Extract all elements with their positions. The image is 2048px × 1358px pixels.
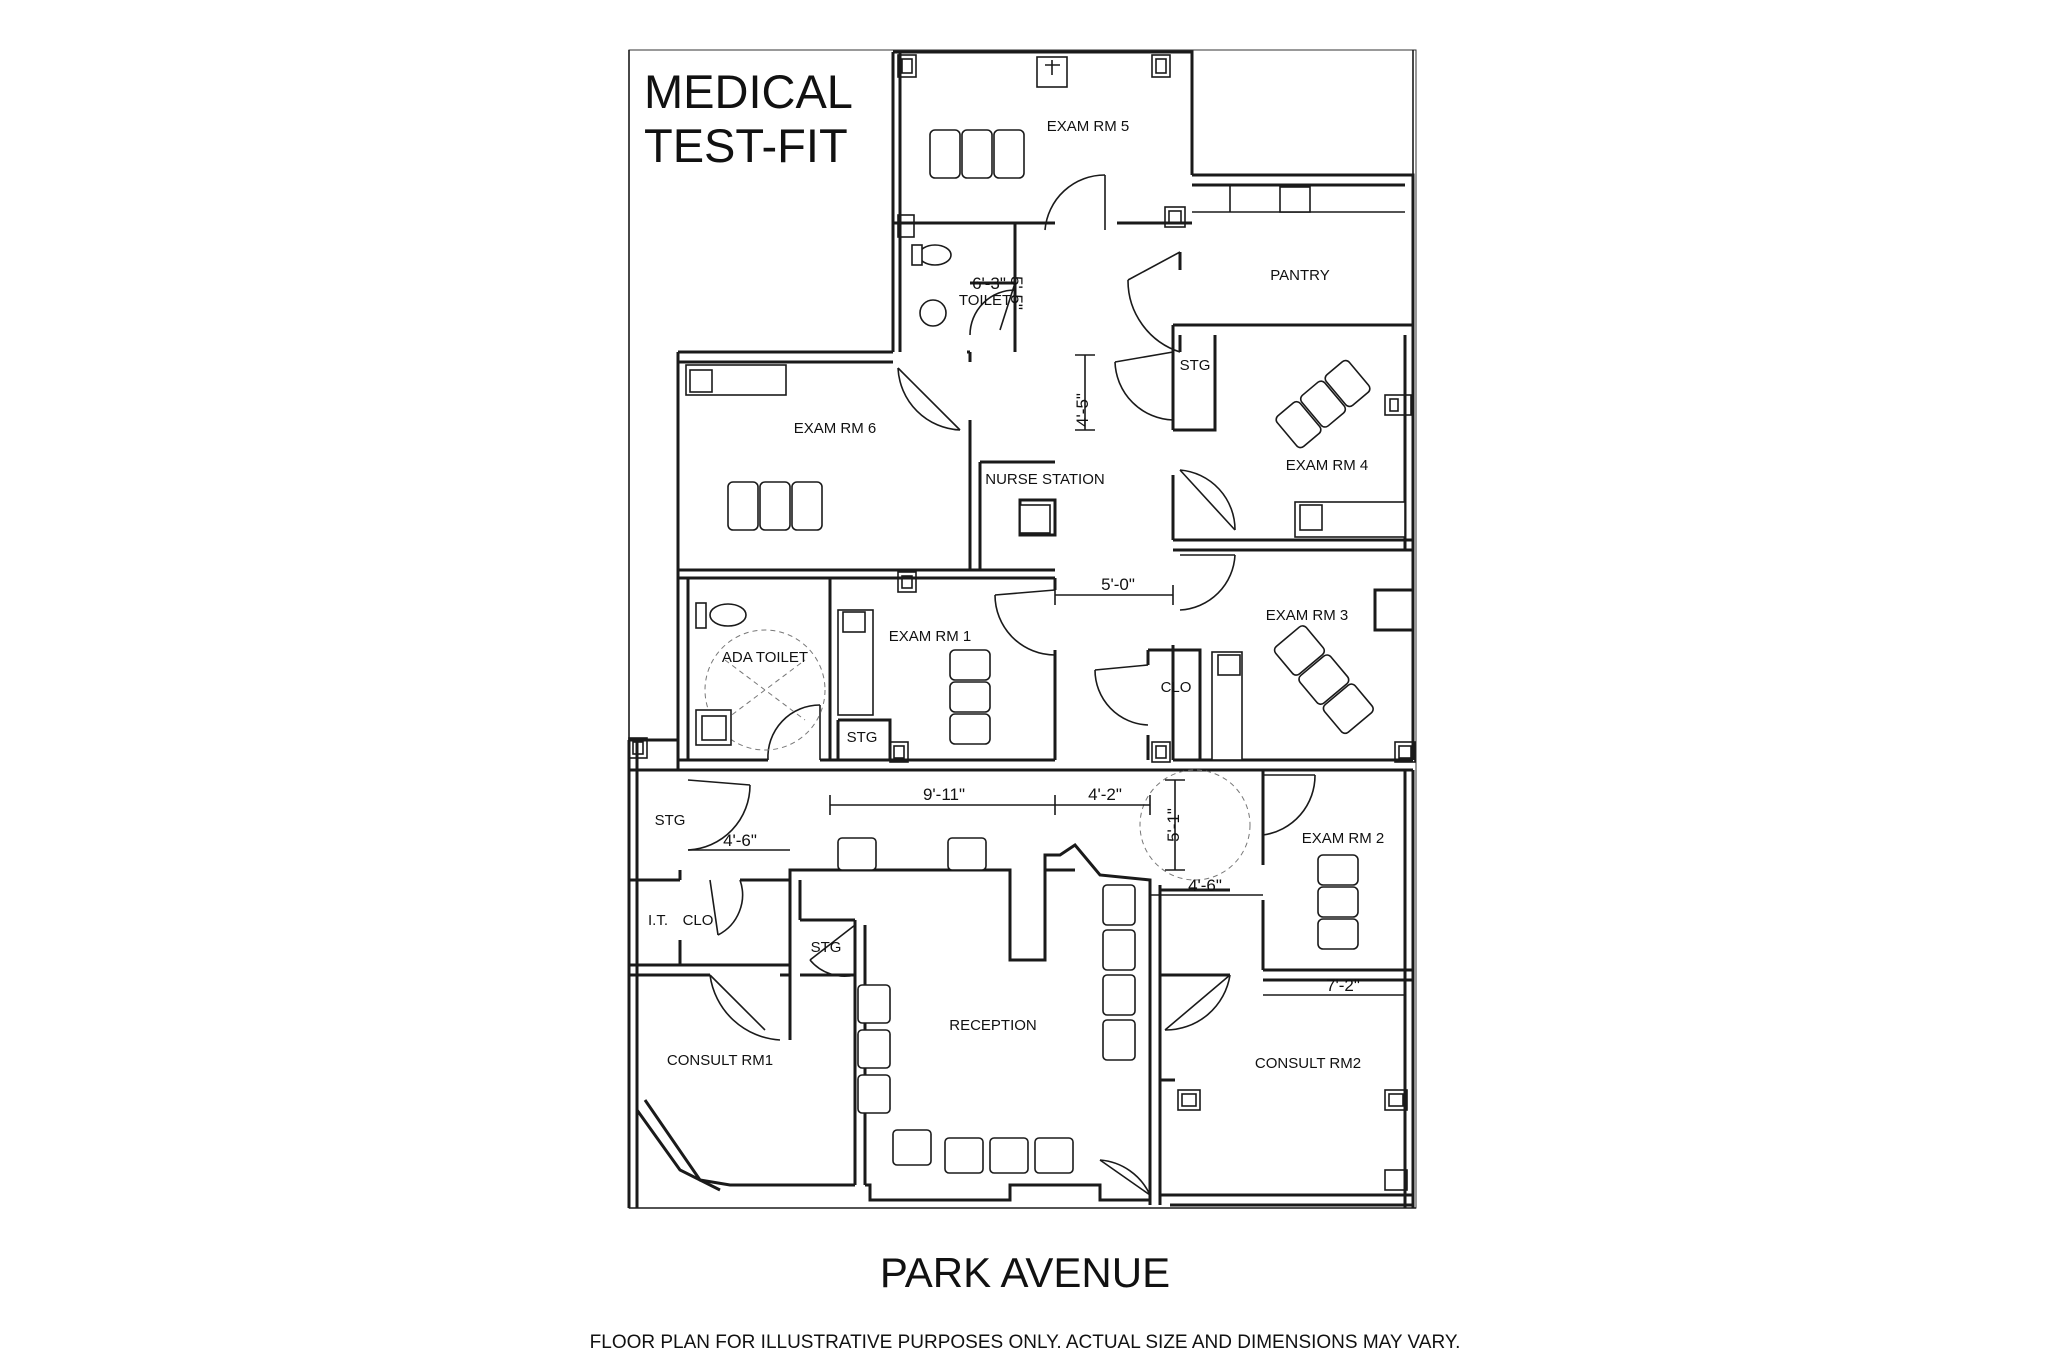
label-it: I.T.	[648, 912, 668, 929]
label-stg-upper: STG	[1180, 357, 1211, 374]
label-exam-rm-2: EXAM RM 2	[1302, 830, 1385, 847]
dim-consult2-width: 7'-2"	[1326, 976, 1360, 995]
label-nurse-station: NURSE STATION	[985, 471, 1104, 488]
label-stg-left: STG	[655, 812, 686, 829]
label-exam-rm-3: EXAM RM 3	[1266, 607, 1349, 624]
dim-corridor-lower-b: 4'-2"	[1088, 785, 1122, 804]
disclaimer: FLOOR PLAN FOR ILLUSTRATIVE PURPOSES ONL…	[590, 1332, 1461, 1353]
label-stg-exam1: STG	[847, 729, 878, 746]
street-label: PARK AVENUE	[880, 1249, 1170, 1296]
label-clo: CLO	[1161, 679, 1192, 696]
dim-toilet-width: 6'-3"	[972, 274, 1006, 293]
label-exam-rm-1: EXAM RM 1	[889, 628, 972, 645]
plan-title-line2: TEST-FIT	[644, 119, 848, 172]
furniture	[685, 56, 1406, 1174]
dim-corridor-mid: 5'-0"	[1101, 575, 1135, 594]
dimension-lines	[688, 354, 1405, 996]
dim-entry-left: 4'-6"	[723, 831, 757, 850]
label-consult-rm1: CONSULT RM1	[667, 1052, 773, 1069]
plan-title-line1: MEDICAL	[644, 65, 853, 118]
dim-turning-radius: 5'-1"	[1164, 808, 1183, 842]
doors	[687, 174, 1316, 1196]
label-toilet: TOILET	[959, 292, 1011, 309]
dim-toilet-depth: 5'-5"	[1007, 276, 1026, 310]
label-exam-rm-4: EXAM RM 4	[1286, 457, 1369, 474]
label-consult-rm2: CONSULT RM2	[1255, 1055, 1361, 1072]
label-exam-rm-6: EXAM RM 6	[794, 420, 877, 437]
dim-corridor-upper: 4'-5"	[1073, 393, 1092, 427]
label-pantry: PANTRY	[1270, 267, 1329, 284]
walls	[627, 50, 1416, 1209]
label-it-clo: CLO	[683, 912, 714, 929]
label-exam-rm-5: EXAM RM 5	[1047, 118, 1130, 135]
label-reception: RECEPTION	[949, 1017, 1037, 1034]
dim-corridor-lower-a: 9'-11"	[923, 785, 965, 804]
label-ada-toilet: ADA TOILET	[722, 649, 808, 666]
label-stg-reception: STG	[811, 939, 842, 956]
dim-entry-right: 4'-6"	[1188, 876, 1222, 895]
column-markers	[628, 54, 1416, 1191]
